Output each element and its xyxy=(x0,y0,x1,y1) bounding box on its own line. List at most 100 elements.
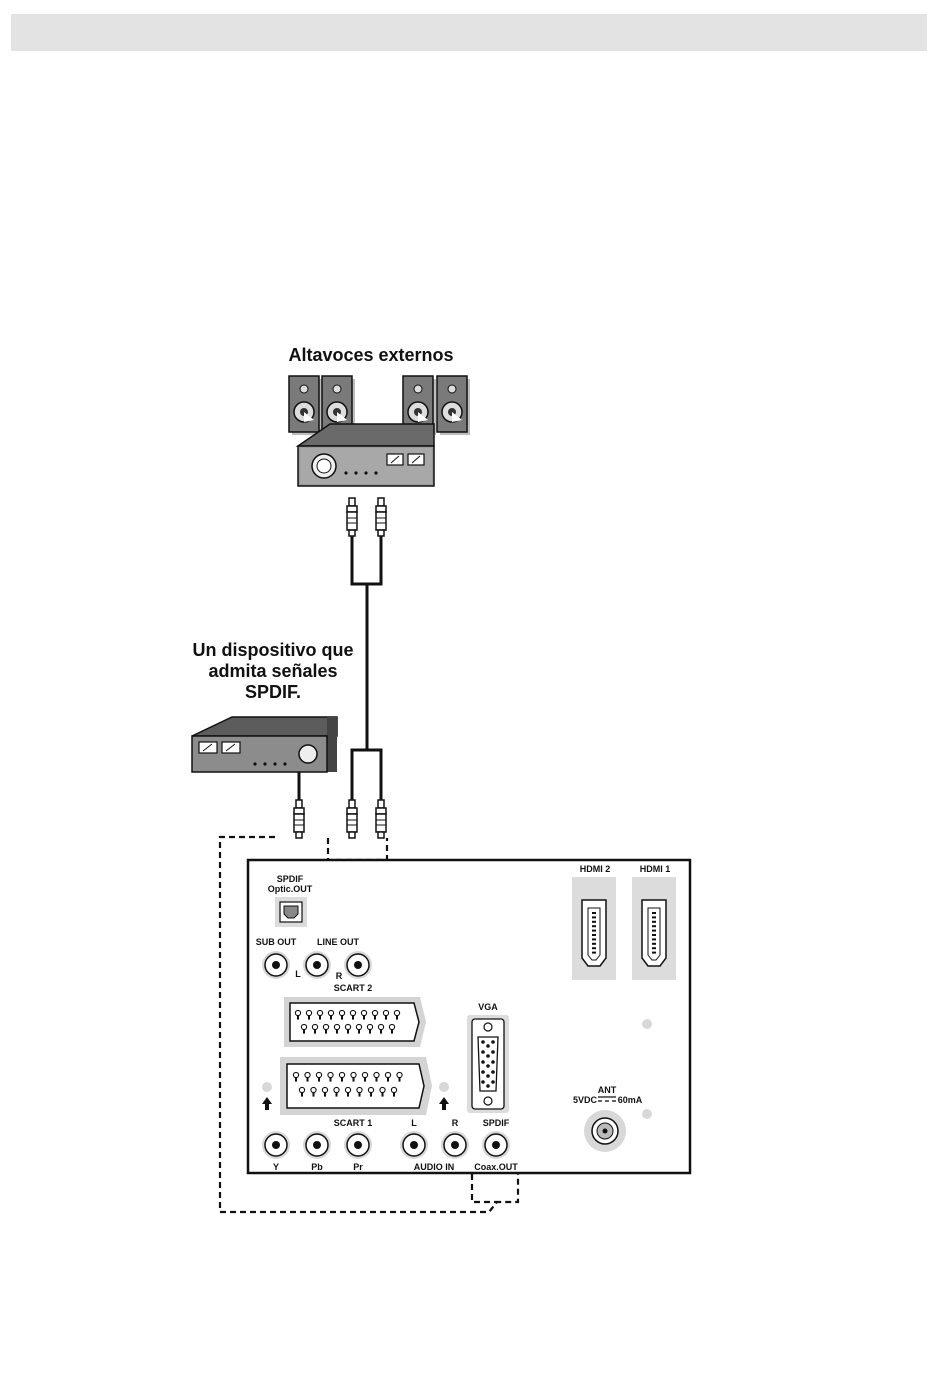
antenna-port[interactable] xyxy=(584,1110,626,1152)
connector-pin-stem xyxy=(297,1016,299,1020)
hdmi-pin xyxy=(592,943,596,945)
hdmi-pin xyxy=(592,921,596,923)
connector-pin-stem xyxy=(396,1016,398,1020)
connector-pin xyxy=(361,1010,366,1015)
connector-pin xyxy=(295,1010,300,1015)
pr-jack[interactable] xyxy=(344,1131,372,1159)
connector-pin-stem xyxy=(358,1030,360,1034)
connector-pin-stem xyxy=(336,1030,338,1034)
connector-pin xyxy=(328,1010,333,1015)
hdmi1-port[interactable] xyxy=(632,877,676,980)
hdmi-pin xyxy=(652,952,656,954)
line-out-l-label: L xyxy=(295,969,301,979)
hdmi2-label: HDMI 2 xyxy=(580,864,611,874)
scart1-port[interactable] xyxy=(280,1057,432,1115)
connector-pin xyxy=(391,1087,396,1092)
connector-pin xyxy=(334,1024,339,1029)
vga-port[interactable] xyxy=(467,1015,509,1113)
connector-pin xyxy=(339,1010,344,1015)
indicator-dot xyxy=(642,1109,652,1119)
indicator-dot xyxy=(439,1082,449,1092)
hdmi-pin xyxy=(592,912,596,914)
connector-pin-stem xyxy=(318,1078,320,1082)
hdmi2-port[interactable] xyxy=(572,877,616,980)
connector-pin-stem xyxy=(295,1078,297,1082)
connector-pin-stem xyxy=(324,1093,326,1097)
vga-pin xyxy=(481,1040,485,1044)
vga-pin xyxy=(486,1064,490,1068)
hdmi-pin xyxy=(592,947,596,949)
vga-pin xyxy=(486,1044,490,1048)
indicator-dot xyxy=(262,1082,272,1092)
connector-pin xyxy=(339,1072,344,1077)
audio-cable xyxy=(352,536,381,805)
ant-label: ANT xyxy=(598,1085,617,1095)
connector-pin-stem xyxy=(382,1093,384,1097)
sub-out-jack[interactable] xyxy=(262,951,290,979)
line-out-l-jack[interactable] xyxy=(303,951,331,979)
hdmi-pin xyxy=(652,938,656,940)
connector-pin xyxy=(312,1024,317,1029)
y-jack[interactable] xyxy=(262,1131,290,1159)
line-out-label: LINE OUT xyxy=(317,937,360,947)
connector-pin xyxy=(380,1087,385,1092)
hdmi-pin xyxy=(652,943,656,945)
audio-in-label: AUDIO IN xyxy=(414,1162,455,1172)
rca-plug-icon xyxy=(347,498,357,536)
rca-plug-icon xyxy=(376,498,386,536)
vga-pin xyxy=(491,1080,495,1084)
connector-pin xyxy=(311,1087,316,1092)
audio-in-l-jack[interactable] xyxy=(400,1131,428,1159)
connector-pin xyxy=(357,1087,362,1092)
spdif-optical-port[interactable] xyxy=(275,897,307,927)
connector-pin-stem xyxy=(313,1093,315,1097)
vga-pin xyxy=(491,1050,495,1054)
connector-pin xyxy=(378,1024,383,1029)
line-out-r-label: R xyxy=(336,971,343,981)
connector-pin xyxy=(372,1010,377,1015)
hdmi-pin xyxy=(592,925,596,927)
spdif-coax-label: SPDIF xyxy=(483,1118,510,1128)
connector-pin xyxy=(374,1072,379,1077)
pb-jack[interactable] xyxy=(303,1131,331,1159)
hdmi-pin xyxy=(652,912,656,914)
audio-in-r-jack[interactable] xyxy=(441,1131,469,1159)
connector-pin xyxy=(368,1087,373,1092)
pr-label: Pr xyxy=(353,1162,363,1172)
connector-pin xyxy=(367,1024,372,1029)
connector-pin xyxy=(299,1087,304,1092)
vga-label: VGA xyxy=(478,1002,498,1012)
connector-pin-stem xyxy=(307,1078,309,1082)
hdmi-pin xyxy=(592,934,596,936)
connector-pin-stem xyxy=(370,1093,372,1097)
connector-pin-stem xyxy=(376,1078,378,1082)
connector-pin-stem xyxy=(319,1016,321,1020)
speakers-title: Altavoces externos xyxy=(288,345,453,365)
amplifier-icon xyxy=(298,424,434,486)
rca-plug-icon xyxy=(376,800,386,838)
vga-pin xyxy=(486,1084,490,1088)
hdmi-pin xyxy=(592,930,596,932)
connector-pin-stem xyxy=(359,1093,361,1097)
spdif-optic-label-2: Optic.OUT xyxy=(268,884,313,894)
connector-pin-stem xyxy=(308,1016,310,1020)
line-out-r-jack[interactable] xyxy=(344,951,372,979)
scart2-label: SCART 2 xyxy=(334,983,373,993)
rca-plug-icon xyxy=(347,800,357,838)
vga-pin xyxy=(481,1080,485,1084)
connector-pin xyxy=(322,1087,327,1092)
hdmi-pin xyxy=(652,925,656,927)
connector-pin xyxy=(317,1010,322,1015)
connector-pin xyxy=(316,1072,321,1077)
connector-pin-stem xyxy=(330,1016,332,1020)
spdif-optic-label-1: SPDIF xyxy=(277,874,304,884)
spdif-device-icon xyxy=(192,717,337,772)
connector-pin xyxy=(328,1072,333,1077)
connector-pin xyxy=(301,1024,306,1029)
scart2-port[interactable] xyxy=(284,997,426,1047)
scart1-label: SCART 1 xyxy=(334,1118,373,1128)
connector-pin xyxy=(345,1087,350,1092)
spdif-coax-jack[interactable] xyxy=(482,1131,510,1159)
connector-pin xyxy=(389,1024,394,1029)
